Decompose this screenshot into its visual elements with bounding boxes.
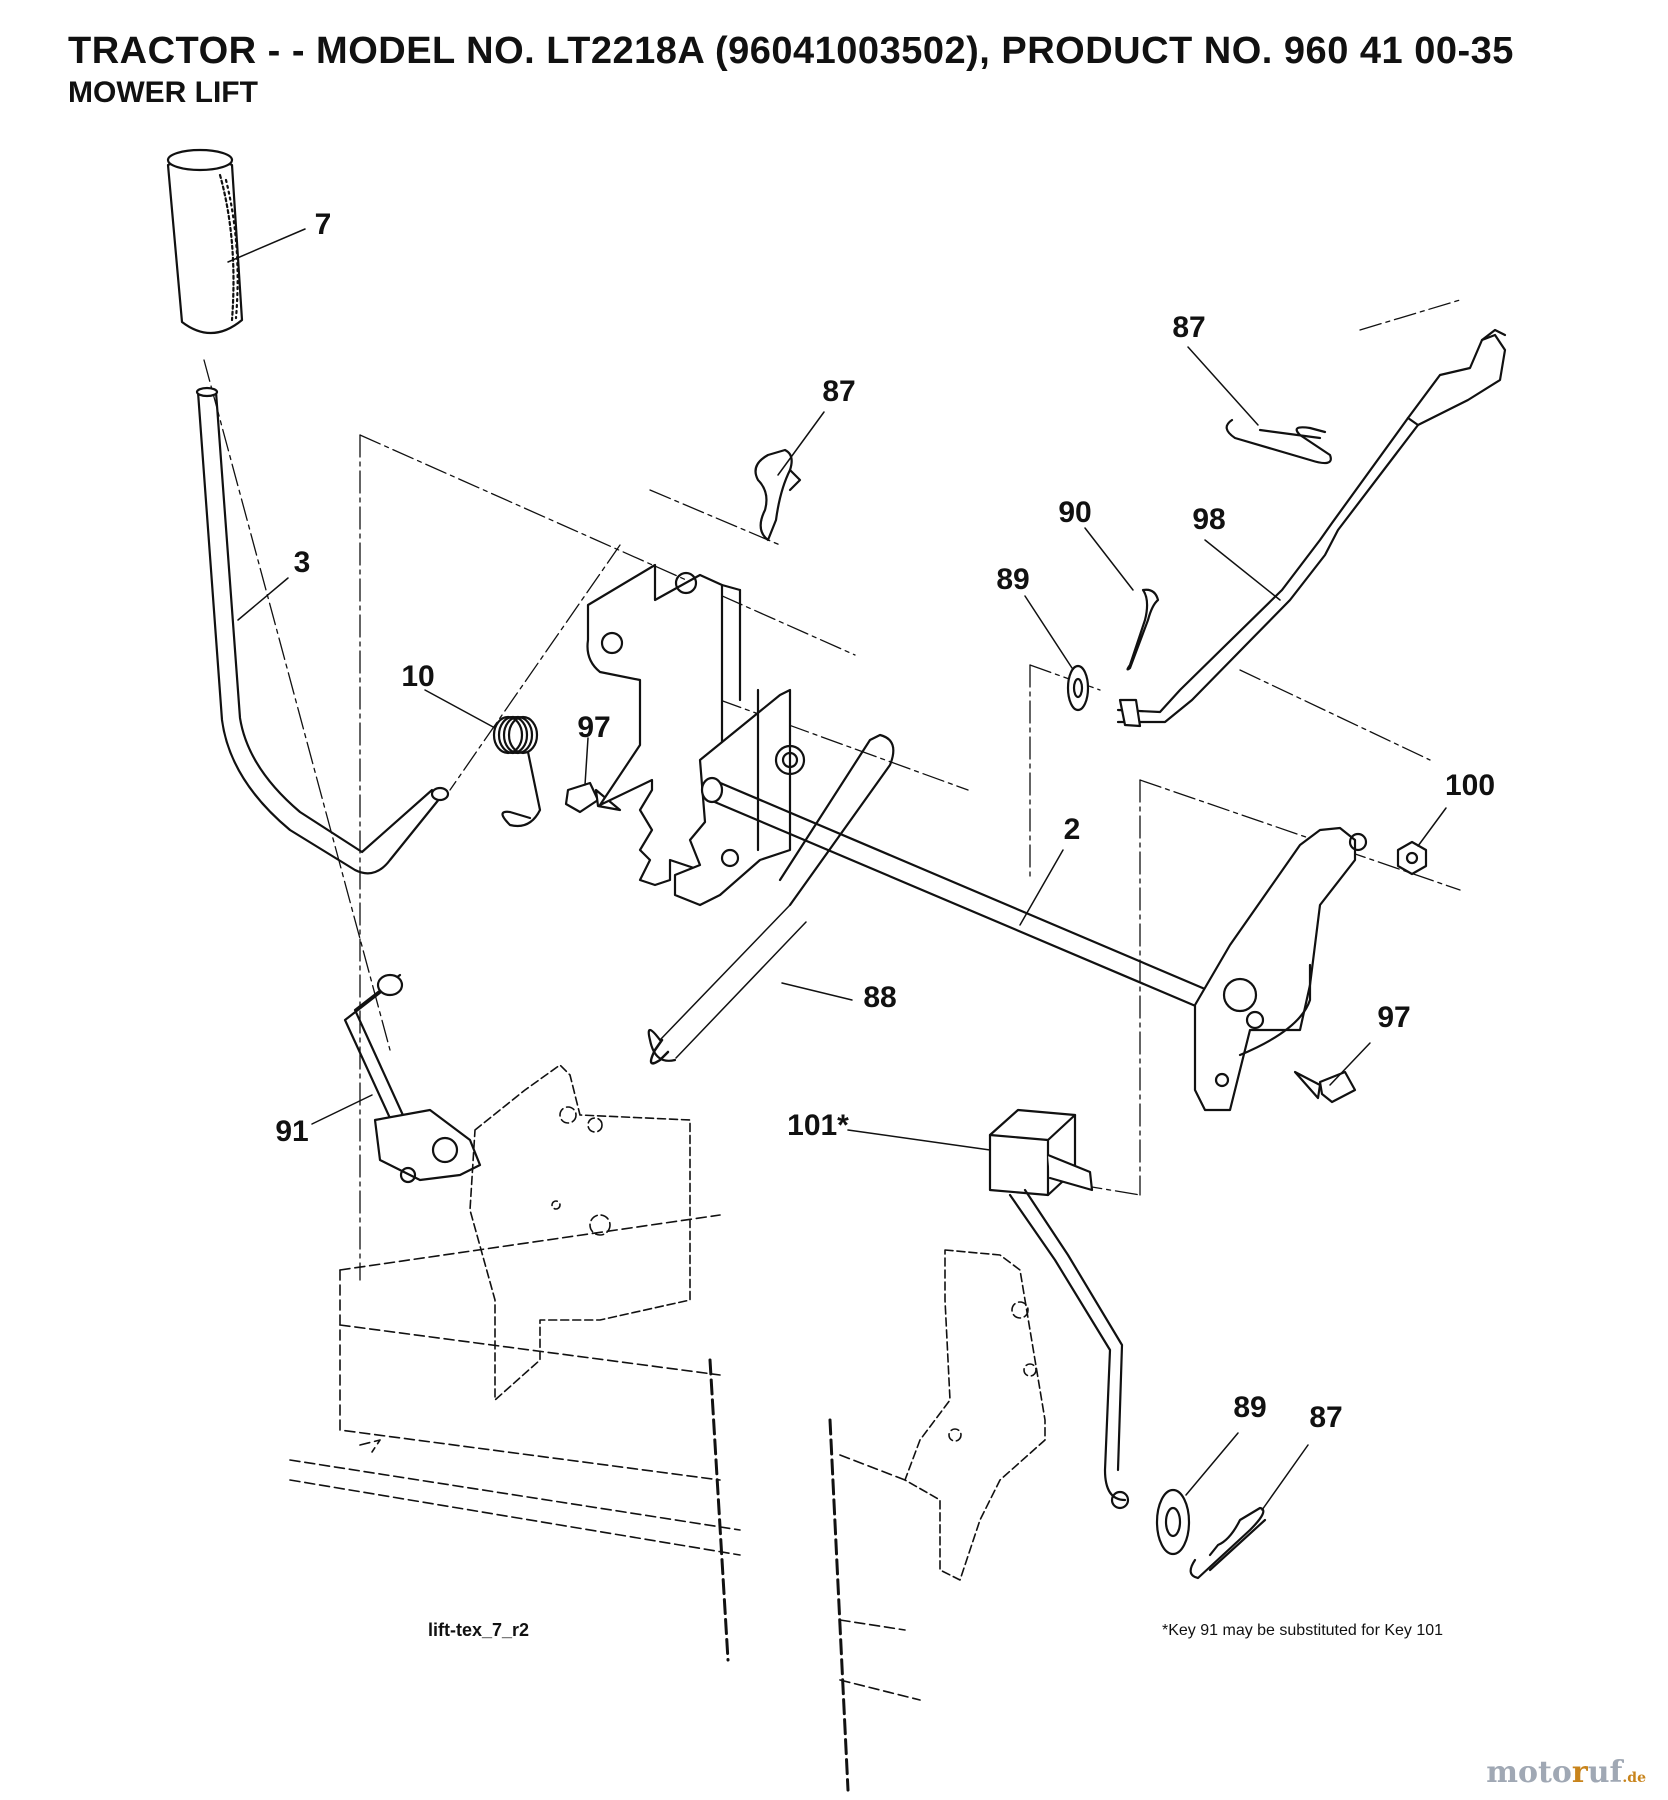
hairpin-clip-lower <box>1189 1506 1267 1580</box>
callout-97-lower: 97 <box>1377 1001 1411 1034</box>
callout-97-upper: 97 <box>577 711 611 744</box>
lift-arm-right <box>1193 826 1368 1112</box>
lift-link-right <box>1008 1188 1130 1510</box>
extension-spring <box>647 733 895 1065</box>
figure-id: lift-tex_7_r2 <box>428 1620 530 1640</box>
callout-10: 10 <box>401 660 435 693</box>
lift-handle <box>195 386 450 875</box>
deck-bracket-left <box>469 1064 691 1401</box>
callout-98: 98 <box>1192 503 1226 536</box>
watermark-logo: motoruf.de <box>1486 1755 1646 1790</box>
lift-link-left <box>343 973 482 1184</box>
footnote: *Key 91 may be substituted for Key 101 <box>1162 1622 1444 1639</box>
callout-88: 88 <box>863 981 897 1014</box>
deck-bracket-right <box>904 1249 1046 1581</box>
trunnion-block <box>988 1108 1094 1197</box>
diagram-title: TRACTOR - - MODEL NO. LT2218A (960410035… <box>68 30 1514 72</box>
torsion-spring <box>492 715 542 828</box>
deck-outline-right <box>839 1454 921 1701</box>
callout-3: 3 <box>293 546 311 579</box>
callout-87-right: 87 <box>1172 311 1206 344</box>
hairpin-clip-right <box>1225 418 1332 465</box>
hex-nut <box>1396 840 1428 876</box>
callout-100: 100 <box>1444 769 1496 802</box>
callout-101: 101* <box>787 1109 849 1142</box>
hairpin-clip-upper <box>754 448 802 542</box>
centerlines <box>203 299 1461 1281</box>
lever-grip <box>166 148 244 335</box>
callout-89-lower: 89 <box>1233 1391 1267 1424</box>
leader-lines <box>227 228 1447 1511</box>
deck-edge-left <box>708 1358 730 1662</box>
flange-bolt-lower <box>1293 1070 1357 1104</box>
deck-edge-right <box>828 1418 850 1792</box>
callout-91: 91 <box>275 1115 309 1148</box>
callout-87-lower: 87 <box>1309 1401 1343 1434</box>
callout-87-center: 87 <box>822 375 856 408</box>
diagram-subtitle: MOWER LIFT <box>68 76 258 109</box>
washer-upper <box>1066 664 1090 712</box>
washer-lower <box>1155 1488 1191 1556</box>
callout-89-upper: 89 <box>996 563 1030 596</box>
cotter-pin <box>1126 588 1160 671</box>
lift-shaft <box>700 776 1214 1012</box>
callout-7: 7 <box>314 208 332 241</box>
pivot-bracket <box>673 688 806 907</box>
link-rod <box>1116 328 1507 728</box>
callout-90: 90 <box>1058 496 1092 529</box>
callout-2: 2 <box>1063 813 1081 846</box>
deck-outline-left <box>289 1214 741 1556</box>
